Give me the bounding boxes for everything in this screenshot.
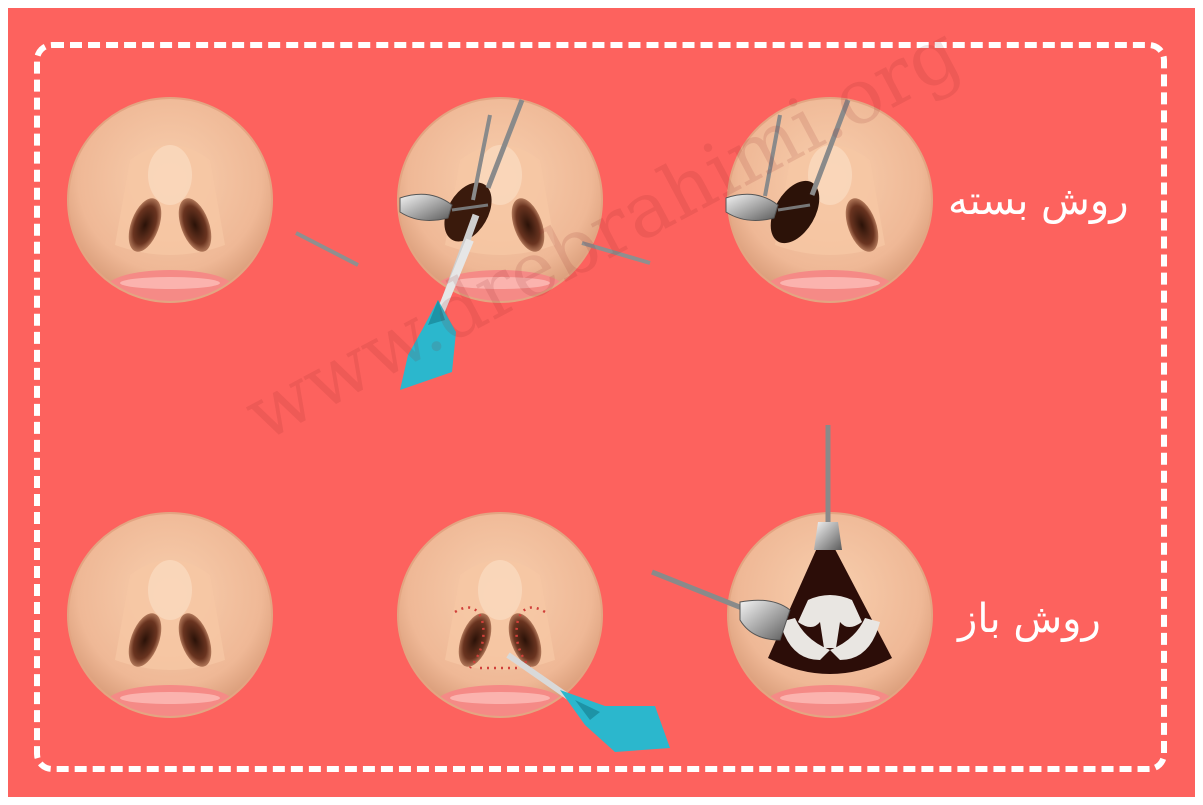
nose-circle-5 (398, 513, 602, 721)
label-closed-method: روش بسته (948, 178, 1129, 224)
label-open-method: روش باز (958, 596, 1101, 642)
nose-circle-4 (68, 513, 272, 721)
nose-circle-1 (68, 98, 272, 306)
connector-line-2 (582, 243, 650, 263)
gloved-hand-2 (560, 690, 670, 752)
connector-line-1 (296, 233, 358, 265)
